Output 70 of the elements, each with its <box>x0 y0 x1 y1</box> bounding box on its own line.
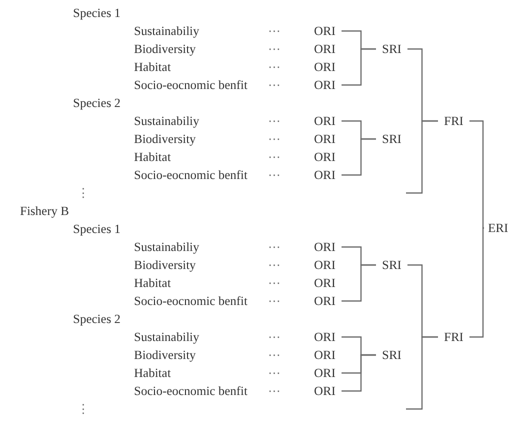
index-label: ORI <box>308 383 342 399</box>
bracket-connector <box>342 264 376 302</box>
ellipsis-text: ⋯ <box>268 275 281 291</box>
ellipsis-text: ⋯ <box>268 41 281 57</box>
ellipsis-text: ⋯ <box>268 113 281 129</box>
index-label: ORI <box>308 239 342 255</box>
index-label: ORI <box>308 347 342 363</box>
criterion-label: Sustainabiliy <box>134 23 200 39</box>
bracket-connector <box>342 354 376 392</box>
ellipsis-text: ⋯ <box>268 167 281 183</box>
bracket-connector <box>406 336 438 410</box>
ellipsis-text: ⋯ <box>268 383 281 399</box>
ellipsis-text: ⋯ <box>268 23 281 39</box>
criterion-label: Biodiversity <box>134 131 196 147</box>
ellipsis-text: ⋯ <box>268 59 281 75</box>
index-label: ERI <box>484 220 510 236</box>
index-label: SRI <box>376 257 408 273</box>
criterion-label: Biodiversity <box>134 347 196 363</box>
ellipsis-text: ⋯ <box>268 239 281 255</box>
ellipsis-text: ⋯ <box>268 149 281 165</box>
index-label: SRI <box>376 131 408 147</box>
index-label: ORI <box>308 41 342 57</box>
index-label: ORI <box>308 77 342 93</box>
bracket-connector <box>406 120 438 194</box>
ellipsis-text: ⋯ <box>268 329 281 345</box>
ellipsis-text: ⋯ <box>268 347 281 363</box>
criterion-label: Sustainabiliy <box>134 239 200 255</box>
fishery-label: Fishery B <box>20 203 69 219</box>
species-label: Species 2 <box>73 95 121 111</box>
index-label: FRI <box>438 113 470 129</box>
bracket-connector <box>342 138 376 176</box>
criterion-label: Habitat <box>134 149 171 165</box>
vertical-ellipsis-text: ⋮ <box>77 401 90 417</box>
index-label: ORI <box>308 59 342 75</box>
ellipsis-text: ⋯ <box>268 131 281 147</box>
species-label: Species 2 <box>73 311 121 327</box>
criterion-label: Sustainabiliy <box>134 329 200 345</box>
index-label: SRI <box>376 41 408 57</box>
criterion-label: Biodiversity <box>134 41 196 57</box>
ellipsis-text: ⋯ <box>268 77 281 93</box>
species-label: Species 1 <box>73 5 121 21</box>
vertical-ellipsis-text: ⋮ <box>77 185 90 201</box>
index-label: ORI <box>308 113 342 129</box>
index-label: SRI <box>376 347 408 363</box>
index-label: ORI <box>308 149 342 165</box>
bracket-connector <box>469 227 484 338</box>
index-label: ORI <box>308 293 342 309</box>
index-label: ORI <box>308 257 342 273</box>
index-label: ORI <box>308 275 342 291</box>
criterion-label: Habitat <box>134 275 171 291</box>
ellipsis-text: ⋯ <box>268 257 281 273</box>
criterion-label: Habitat <box>134 59 171 75</box>
criterion-label: Socio-eocnomic benfit <box>134 383 248 399</box>
criterion-label: Socio-eocnomic benfit <box>134 77 248 93</box>
index-label: ORI <box>308 131 342 147</box>
index-label: FRI <box>438 329 470 345</box>
criterion-label: Biodiversity <box>134 257 196 273</box>
bracket-connector <box>469 120 484 229</box>
bracket-connector <box>342 48 376 86</box>
criterion-label: Habitat <box>134 365 171 381</box>
species-label: Species 1 <box>73 221 121 237</box>
criterion-label: Socio-eocnomic benfit <box>134 167 248 183</box>
criterion-label: Socio-eocnomic benfit <box>134 293 248 309</box>
index-label: ORI <box>308 167 342 183</box>
index-label: ORI <box>308 365 342 381</box>
index-label: ORI <box>308 329 342 345</box>
index-label: ORI <box>308 23 342 39</box>
criterion-label: Sustainabiliy <box>134 113 200 129</box>
ellipsis-text: ⋯ <box>268 365 281 381</box>
ellipsis-text: ⋯ <box>268 293 281 309</box>
